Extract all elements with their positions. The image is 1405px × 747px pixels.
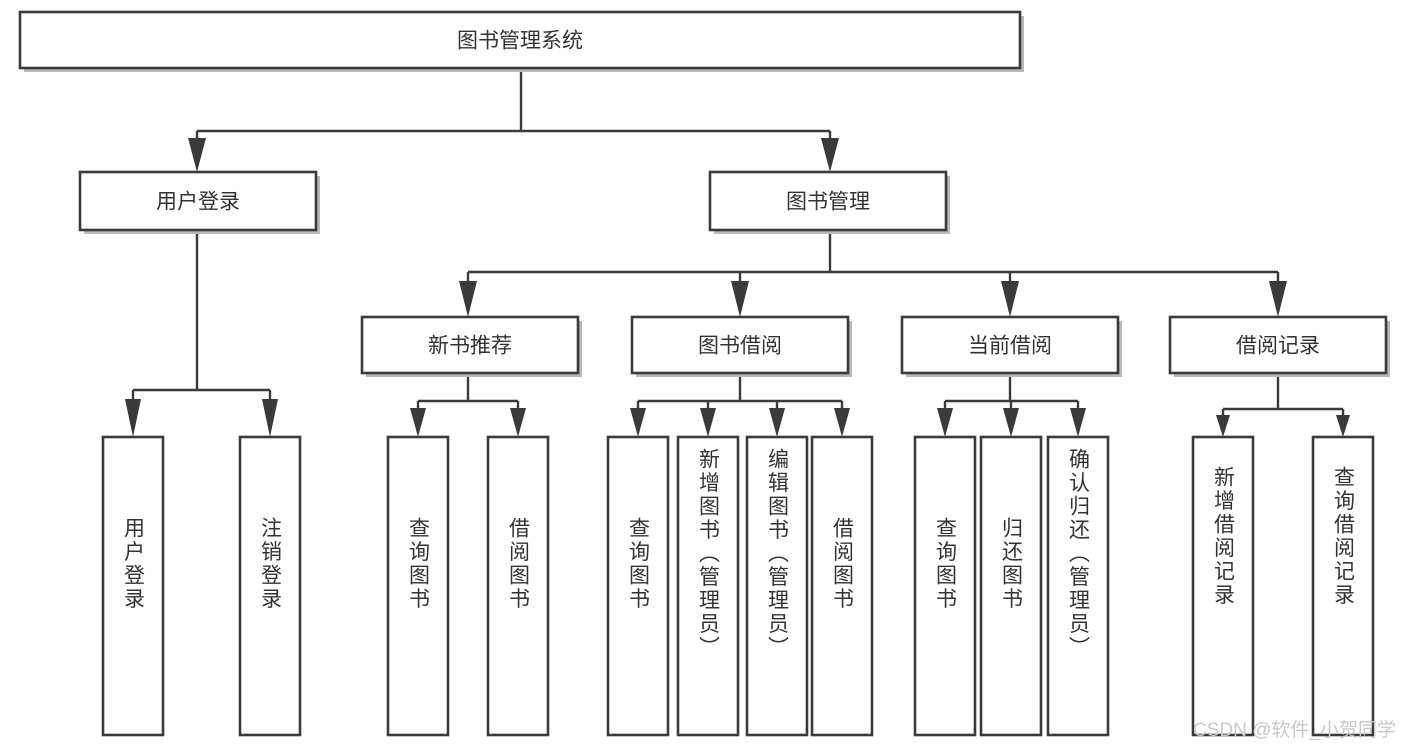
leaf-book-borrow-2-box[interactable] <box>676 435 740 737</box>
leaf-new-book-recommend-2-box[interactable] <box>486 435 550 737</box>
leaf-new-book-recommend-1[interactable]: 查询图书 <box>386 435 450 737</box>
arrow-head-borrow-record <box>1269 281 1287 317</box>
leaf-user-login-1-box[interactable] <box>101 435 165 737</box>
node-book-management-label: 图书管理 <box>786 191 870 214</box>
node-borrow-record[interactable]: 借阅记录 <box>1168 315 1390 377</box>
leaf-user-login-2-box[interactable] <box>238 435 302 737</box>
node-book-borrow[interactable]: 图书借阅 <box>630 315 852 377</box>
node-root-label: 图书管理系统 <box>457 30 583 53</box>
leaf-borrow-record-2[interactable]: 查询借阅记录 <box>1311 435 1375 737</box>
connector-group-root <box>188 70 839 172</box>
leaf-book-borrow-1[interactable]: 查询图书 <box>606 435 670 737</box>
connector-group-bookmgmt <box>459 232 1287 317</box>
node-new-book-recommend[interactable]: 新书推荐 <box>360 315 582 377</box>
arrow-head-book-borrow <box>731 281 749 317</box>
leaf-current-borrow-1-label: 查询图书 <box>934 517 958 611</box>
connector-group-userlogin <box>125 232 278 437</box>
node-user-login[interactable]: 用户登录 <box>78 170 320 234</box>
arrow-head-bookmgmt <box>821 138 839 172</box>
leaf-current-borrow-1[interactable]: 查询图书 <box>913 435 977 737</box>
leaf-book-borrow-2-label: 新增图书（管理员） <box>697 448 721 660</box>
connector-group-borrowrecord <box>1216 375 1350 437</box>
arrow-head-leaf-bookborrow-1 <box>630 408 646 437</box>
leaf-new-book-recommend-1-label: 查询图书 <box>407 517 431 611</box>
leaf-new-book-recommend-2-label: 借阅图书 <box>507 517 531 611</box>
arrow-head-current-borrow <box>1001 281 1019 317</box>
leaf-current-borrow-3-label: 确认归还（管理员） <box>1067 448 1091 660</box>
connector-group-newbook <box>410 375 526 437</box>
arrow-head-userlogin <box>188 138 206 172</box>
connector-group-bookborrow <box>630 375 850 437</box>
leaf-book-borrow-1-box[interactable] <box>606 435 670 737</box>
leaf-current-borrow-3-box[interactable] <box>1046 435 1110 737</box>
node-new-book-recommend-box[interactable] <box>360 315 580 375</box>
leaf-current-borrow-1-box[interactable] <box>913 435 977 737</box>
node-book-borrow-box[interactable] <box>630 315 850 375</box>
connector-group-currentborrow <box>937 375 1086 437</box>
node-user-login-label: 用户登录 <box>156 191 240 214</box>
leaf-book-borrow-4-label: 借阅图书 <box>831 517 855 611</box>
node-book-borrow-label: 图书借阅 <box>698 335 782 358</box>
arrow-head-leaf-user-login-1 <box>125 399 141 437</box>
node-current-borrow-label: 当前借阅 <box>968 335 1052 358</box>
arrow-head-leaf-user-login-2 <box>262 399 278 437</box>
leaf-book-borrow-1-label: 查询图书 <box>627 517 651 611</box>
leaf-current-borrow-2-label: 归还图书 <box>1000 517 1024 611</box>
arrow-head-leaf-bookborrow-2 <box>700 408 716 437</box>
leaf-borrow-record-1-label: 新增借阅记录 <box>1212 466 1236 607</box>
node-borrow-record-label: 借阅记录 <box>1236 335 1320 358</box>
node-book-management[interactable]: 图书管理 <box>708 170 950 234</box>
arrow-head-leaf-borrowrecord-1 <box>1216 415 1230 437</box>
leaf-book-borrow-3-box[interactable] <box>745 435 809 737</box>
node-root-box[interactable] <box>18 10 1022 70</box>
arrow-head-leaf-currentborrow-3 <box>1070 408 1086 437</box>
leaf-current-borrow-3[interactable]: 确认归还（管理员） <box>1046 435 1110 737</box>
csdn-watermark: CSDN @软件_小贺同学 <box>1193 719 1396 741</box>
arrow-head-leaf-newbook-2 <box>510 408 526 437</box>
node-current-borrow[interactable]: 当前借阅 <box>900 315 1122 377</box>
node-new-book-recommend-label: 新书推荐 <box>428 335 512 358</box>
leaf-book-borrow-3[interactable]: 编辑图书（管理员） <box>745 435 809 737</box>
leaf-user-login-1-label: 用户登录 <box>122 517 146 611</box>
leaf-current-borrow-2-box[interactable] <box>979 435 1043 737</box>
arrow-head-leaf-borrowrecord-2 <box>1336 415 1350 437</box>
arrow-head-leaf-currentborrow-2 <box>1003 408 1019 437</box>
node-user-login-box[interactable] <box>78 170 318 232</box>
arrow-head-new-book-recommend <box>459 281 477 317</box>
arrow-head-leaf-currentborrow-1 <box>937 408 953 437</box>
leaf-new-book-recommend-1-box[interactable] <box>386 435 450 737</box>
node-book-management-box[interactable] <box>708 170 948 232</box>
arrow-head-leaf-newbook-1 <box>410 408 426 437</box>
leaf-user-login-2[interactable]: 注销登录 <box>238 435 302 737</box>
leaf-borrow-record-1[interactable]: 新增借阅记录 <box>1191 435 1255 737</box>
leaf-borrow-record-1-box[interactable] <box>1191 435 1255 737</box>
leaf-current-borrow-2[interactable]: 归还图书 <box>979 435 1043 737</box>
leaf-user-login-2-label: 注销登录 <box>259 517 283 611</box>
leaf-book-borrow-2[interactable]: 新增图书（管理员） <box>676 435 740 737</box>
node-borrow-record-box[interactable] <box>1168 315 1388 375</box>
arrow-head-leaf-bookborrow-4 <box>834 408 850 437</box>
node-current-borrow-box[interactable] <box>900 315 1120 375</box>
leaf-user-login-1[interactable]: 用户登录 <box>101 435 165 737</box>
leaf-book-borrow-4[interactable]: 借阅图书 <box>810 435 874 737</box>
arrow-head-leaf-bookborrow-3 <box>769 408 785 437</box>
leaf-book-borrow-3-label: 编辑图书（管理员） <box>766 448 790 660</box>
leaf-borrow-record-2-box[interactable] <box>1311 435 1375 737</box>
node-root[interactable]: 图书管理系统 <box>18 10 1024 72</box>
leaf-book-borrow-4-box[interactable] <box>810 435 874 737</box>
leaf-new-book-recommend-2[interactable]: 借阅图书 <box>486 435 550 737</box>
leaf-borrow-record-2-label: 查询借阅记录 <box>1332 466 1356 607</box>
